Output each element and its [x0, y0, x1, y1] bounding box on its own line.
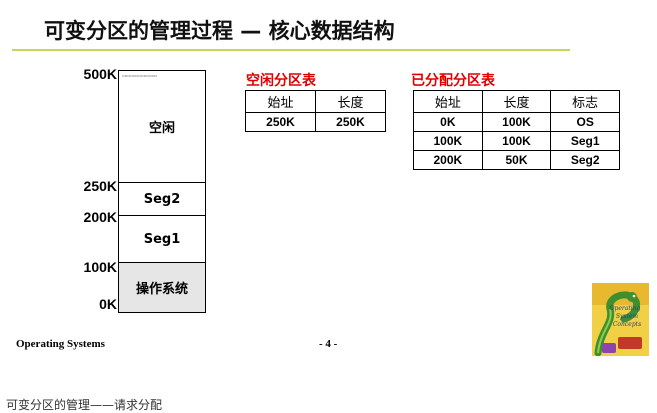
footer-course-name: Operating Systems: [16, 338, 105, 350]
table-header: 标志: [550, 90, 620, 113]
table-header: 长度: [481, 90, 552, 113]
table-cell: 0K: [413, 112, 483, 132]
table-cell: 50K: [481, 150, 552, 170]
table-row: 0K 100K OS: [413, 112, 620, 132]
cover-text: Operating: [610, 305, 641, 312]
segment-seg2: Seg2: [119, 182, 205, 215]
book-cover-icon: Operating System Concepts: [592, 283, 649, 356]
table-row: 200K 50K Seg2: [413, 150, 620, 170]
segment-label: 空闲: [148, 121, 175, 136]
address-label: 500K: [83, 66, 117, 82]
image-caption: 可变分区的管理——请求分配: [6, 398, 163, 412]
segment-label: 操作系统: [135, 282, 188, 297]
address-label: 250K: [83, 178, 117, 194]
page-number: - 4 -: [319, 338, 338, 350]
address-label: 0K: [99, 296, 117, 312]
cover-text: Concepts: [613, 321, 641, 328]
table-cell: 250K: [245, 112, 316, 132]
title-rule: [12, 49, 570, 51]
segment-label: Seg1: [143, 231, 181, 247]
alloc-table-title: 已分配分区表: [411, 73, 495, 89]
address-label: 100K: [83, 259, 117, 275]
table-cell: 100K: [413, 131, 483, 151]
table-cell: Seg2: [550, 150, 620, 170]
slide-title: 可变分区的管理过程 — 核心数据结构: [44, 19, 395, 43]
segment-free: ▫▫▫▫▫▫▫▫▫▫▫▫▫ 空闲: [119, 71, 205, 182]
placeholder-glyph: ▫▫▫▫▫▫▫▫▫▫▫▫▫: [122, 73, 158, 78]
table-cell: 200K: [413, 150, 483, 170]
table-header: 长度: [315, 90, 386, 113]
free-partition-table: 始址 长度 250K 250K: [245, 90, 386, 132]
table-header: 始址: [245, 90, 316, 113]
table-cell: 100K: [481, 131, 552, 151]
memory-diagram: ▫▫▫▫▫▫▫▫▫▫▫▫▫ 空闲 Seg2 Seg1 操作系统: [118, 70, 206, 313]
allocated-partition-table: 始址 长度 标志 0K 100K OS 100K 100K Seg1 200K …: [413, 90, 620, 170]
free-table-title: 空闲分区表: [246, 73, 316, 89]
table-cell: Seg1: [550, 131, 620, 151]
table-row: 100K 100K Seg1: [413, 131, 620, 151]
segment-label: Seg2: [143, 191, 181, 207]
address-label: 200K: [83, 209, 117, 225]
table-header: 始址: [413, 90, 483, 113]
segment-os: 操作系统: [119, 262, 205, 312]
table-cell: 250K: [315, 112, 386, 132]
table-cell: OS: [550, 112, 620, 132]
cover-text: System: [616, 313, 639, 320]
segment-seg1: Seg1: [119, 215, 205, 262]
table-cell: 100K: [481, 112, 552, 132]
